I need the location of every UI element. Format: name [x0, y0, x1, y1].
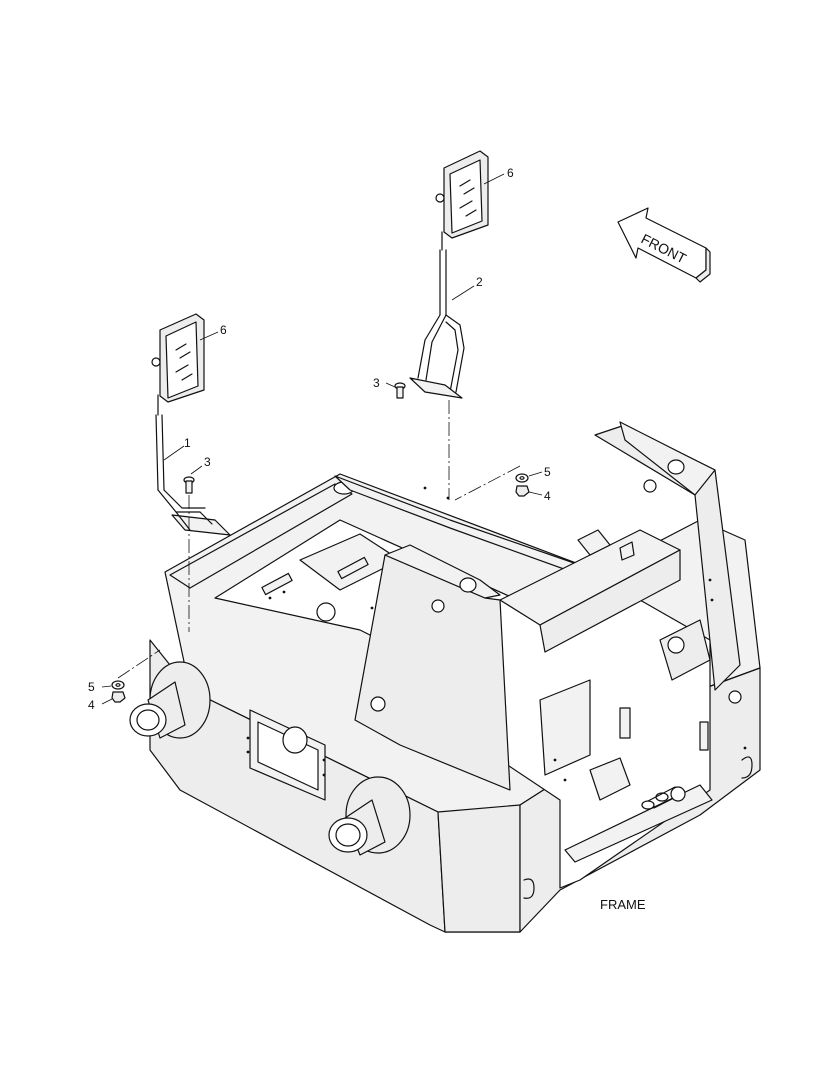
mirror-bracket-2 — [409, 249, 465, 399]
assembly-line-left-nut — [117, 649, 161, 679]
floor-rail — [564, 784, 713, 863]
callout-6b: 6 — [507, 166, 514, 180]
leader-4-right — [528, 491, 543, 496]
rear-plug — [728, 690, 742, 704]
washer-5-left — [111, 680, 125, 690]
left-tower-lower-hole — [370, 696, 386, 712]
small-bracket — [619, 707, 631, 739]
leader-2 — [451, 285, 475, 301]
nut-4-left — [111, 691, 126, 703]
bracket-2-base-plate — [409, 377, 463, 399]
left-tower-hole — [431, 599, 445, 613]
callout-5b: 5 — [88, 680, 95, 694]
right-tower-hole — [643, 479, 657, 493]
callout-4b: 4 — [88, 698, 95, 712]
rear-bracket — [659, 619, 711, 681]
mirror-right-glass — [449, 159, 483, 234]
right-tower-pivot — [667, 459, 685, 475]
small-top-bracket — [577, 529, 611, 556]
mirror-right-reflection — [459, 179, 477, 217]
leader-1 — [163, 445, 185, 461]
mirror-left — [151, 313, 205, 416]
rear-slot — [699, 721, 709, 751]
frame-front-face — [437, 804, 521, 933]
bolt-3-left — [183, 476, 195, 494]
leader-6-right — [483, 173, 505, 185]
bracket-1-base-plate — [171, 514, 231, 536]
nut-4-right — [515, 485, 530, 497]
washer-5-right — [515, 473, 529, 483]
frame-body — [129, 421, 761, 933]
mirror-left-reflection — [175, 343, 193, 381]
right-tower-top — [619, 421, 716, 496]
callout-6a: 6 — [220, 323, 227, 337]
leader-6-left — [199, 331, 219, 341]
leader-3-right — [385, 382, 396, 388]
bolt-3-right — [394, 382, 406, 399]
leader-5-right — [528, 471, 543, 477]
frame-top-rail — [169, 483, 353, 589]
left-tower-pivot — [459, 577, 477, 593]
tie-down-hook-front — [523, 878, 535, 899]
front-direction-arrow: FRONT — [617, 207, 711, 283]
leader-4-left — [101, 698, 113, 705]
side-access-hole — [282, 726, 308, 754]
inner-hole — [316, 602, 336, 622]
callout-1: 1 — [184, 436, 191, 450]
tie-down-hook-right — [741, 756, 753, 779]
pin-assembly — [641, 786, 686, 810]
inner-block — [539, 679, 591, 776]
right-axle-hub — [328, 776, 411, 856]
diagram-caption: FRAME — [600, 897, 646, 912]
center-beam-side — [539, 549, 681, 653]
callout-3a: 3 — [204, 455, 211, 469]
mirror-left-glass — [165, 321, 199, 399]
callout-4a: 4 — [544, 489, 551, 503]
leader-5-left — [101, 685, 112, 688]
callout-3b: 3 — [373, 376, 380, 390]
leader-3-left — [190, 465, 203, 475]
callout-5a: 5 — [544, 465, 551, 479]
front-arrow-depth — [695, 247, 711, 283]
inner-slot — [337, 556, 369, 580]
inner-bracket — [589, 757, 631, 801]
left-axle-hub — [129, 661, 211, 739]
rear-bracket-hole — [667, 636, 685, 654]
mirror-right — [435, 150, 489, 251]
assembly-line-right-nut — [454, 465, 521, 501]
small-top-tab — [619, 541, 635, 561]
inner-slot-2 — [261, 572, 293, 596]
callout-2: 2 — [476, 275, 483, 289]
mirror-bracket-1 — [155, 414, 231, 536]
